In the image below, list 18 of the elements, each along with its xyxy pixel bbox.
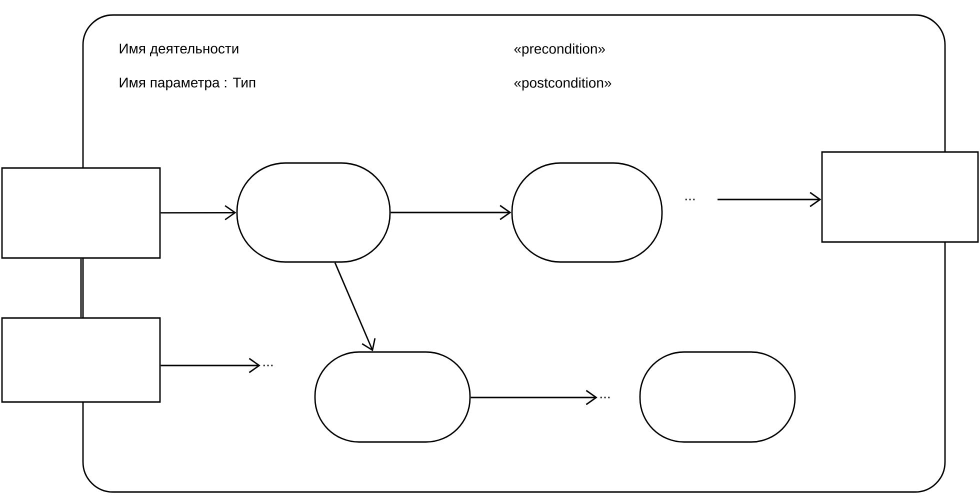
action-node [511,162,663,263]
activity-heading: Имя параметра : Тип [120,78,256,90]
activity-heading: Имя деятельности [120,44,238,56]
parameter-box [1,317,161,403]
arrow [718,192,822,208]
action-node [236,162,391,263]
ellipsis-label: ... [685,198,695,200]
arrow [334,262,376,352]
ellipsis-label: ... [600,396,610,398]
arrow [160,205,236,220]
ellipsis-label: ... [263,364,273,366]
arrow [470,390,598,406]
arrow [390,204,512,220]
arrow [160,358,260,374]
parameter-box [821,151,979,243]
parameter-box [1,167,161,259]
stereotype-label: «precondition» [514,43,605,57]
stereotype-label: «postcondition» [514,77,612,91]
